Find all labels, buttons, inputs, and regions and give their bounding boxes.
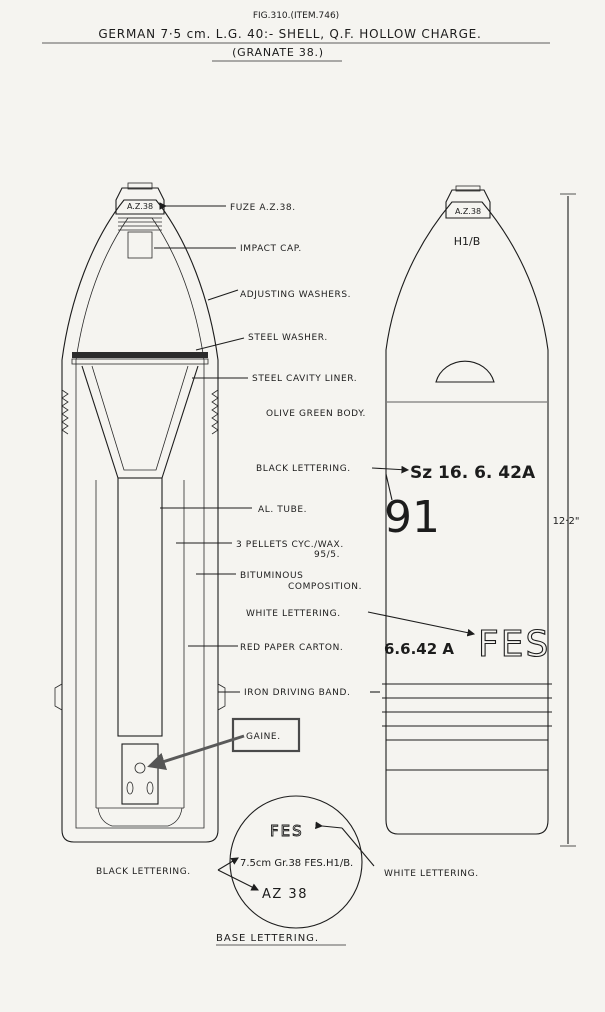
label-steel-washer: STEEL WASHER. xyxy=(248,333,328,343)
impact-cap xyxy=(127,231,153,259)
base-fuze: AZ 38 xyxy=(262,887,308,902)
sectioned-shell: A.Z.38 xyxy=(54,182,226,843)
label-bituminous: BITUMINOUS xyxy=(240,571,303,581)
figure-number: FIG.310.(ITEM.746) xyxy=(253,11,339,21)
length-dimension: 12·2" xyxy=(553,193,580,847)
label-white-lettering: WHITE LETTERING. xyxy=(246,609,341,619)
base-view: FES 7.5cm Gr.38 FES.H1/B. AZ 38 xyxy=(229,795,363,929)
label-impact-cap: IMPACT CAP. xyxy=(240,244,302,254)
base-label-white-lettering: WHITE LETTERING. xyxy=(384,869,479,879)
base-label-black-lettering: BLACK LETTERING. xyxy=(96,867,191,877)
fuze-marking: A.Z.38 xyxy=(127,202,153,211)
length-value: 12·2" xyxy=(553,516,580,527)
cavity-liner xyxy=(81,365,199,479)
steel-washer-band xyxy=(72,352,208,358)
figure-title: GERMAN 7·5 cm. L.G. 40:- SHELL, Q.F. HOL… xyxy=(98,27,481,41)
al-tube xyxy=(117,477,163,737)
label-pellets-ratio: 95/5. xyxy=(314,550,340,560)
ballistic-window xyxy=(435,360,495,383)
label-red-paper-carton: RED PAPER CARTON. xyxy=(240,643,343,653)
leader-lines xyxy=(154,202,380,693)
nose-code: H1/B xyxy=(454,235,481,248)
base-fes: FES xyxy=(270,822,304,840)
fill-date: 6.6.42 A xyxy=(384,640,454,658)
base-caption: BASE LETTERING. xyxy=(216,933,319,944)
gaine-arrow xyxy=(147,734,245,771)
label-pellets: 3 PELLETS CYC./WAX. xyxy=(236,540,344,550)
fuze-body xyxy=(115,187,165,215)
lot-number: 91 xyxy=(384,492,440,543)
fuze-marking-external: A.Z.38 xyxy=(455,207,481,216)
label-steel-cavity-liner: STEEL CAVITY LINER. xyxy=(252,374,357,384)
fuze-external xyxy=(445,189,491,219)
external-shell: A.Z.38 H1/B Sz 16. 6. 42A 91 6.6.42 A FE… xyxy=(382,185,552,835)
label-composition: COMPOSITION. xyxy=(288,582,362,592)
gaine xyxy=(121,743,159,805)
label-fuze: FUZE A.Z.38. xyxy=(230,203,296,213)
figure-subtitle: (GRANATE 38.) xyxy=(232,46,324,59)
gaine-highlight-box xyxy=(231,717,301,753)
label-al-tube: AL. TUBE. xyxy=(258,505,307,515)
base-code: 7.5cm Gr.38 FES.H1/B. xyxy=(240,858,353,869)
label-black-lettering: BLACK LETTERING. xyxy=(256,464,351,474)
date-code: Sz 16. 6. 42A xyxy=(410,463,536,483)
label-gaine: GAINE. xyxy=(246,732,281,742)
fes-marking: FES xyxy=(478,624,550,665)
label-iron-driving-band: IRON DRIVING BAND. xyxy=(244,688,350,698)
label-olive-green-body: OLIVE GREEN BODY. xyxy=(266,409,366,419)
label-adjusting-washers: ADJUSTING WASHERS. xyxy=(240,290,351,300)
